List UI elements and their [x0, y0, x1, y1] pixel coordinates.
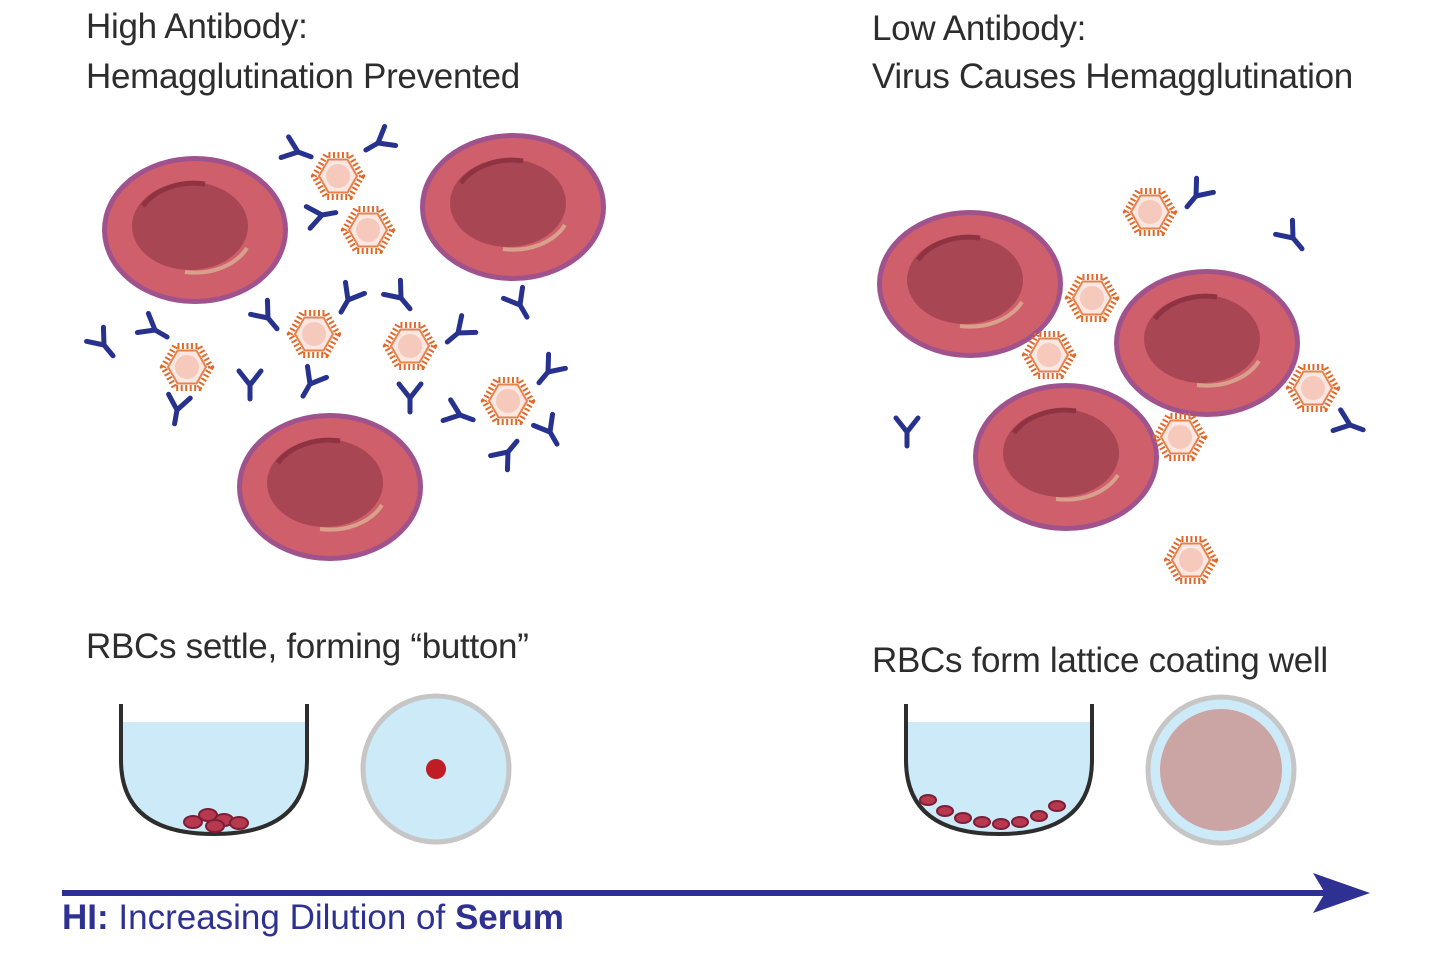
- virus-particle: [484, 380, 532, 422]
- virus-particle: [1156, 416, 1204, 458]
- antibody: [440, 316, 476, 351]
- antibody: [503, 287, 536, 322]
- antibody: [1276, 220, 1311, 256]
- antibody: [491, 434, 526, 470]
- virus-particle: [1289, 367, 1337, 409]
- antibody: [384, 280, 419, 316]
- red-blood-cell: [973, 383, 1159, 531]
- antibody: [306, 202, 337, 229]
- antibody: [137, 313, 172, 346]
- well-side-view-button: [119, 704, 309, 837]
- antibody: [239, 371, 261, 399]
- virus-particle: [1068, 277, 1116, 319]
- antibody: [399, 384, 421, 412]
- antibody: [531, 354, 566, 390]
- antibody: [331, 282, 364, 317]
- red-blood-cell: [1114, 269, 1300, 417]
- antibody: [533, 414, 566, 449]
- virus-particle: [386, 325, 434, 367]
- antibody: [360, 126, 395, 159]
- red-blood-cell: [237, 413, 423, 561]
- virus-particle: [344, 209, 392, 251]
- well-top-view-button: [360, 693, 512, 845]
- virus-particle: [1025, 334, 1073, 376]
- axis-label-text: Increasing Dilution of: [108, 898, 455, 937]
- antibody: [281, 137, 315, 167]
- right-caption: RBCs form lattice coating well: [872, 641, 1328, 680]
- left-title-line2: Hemagglutination Prevented: [86, 57, 520, 96]
- left-title-line1: High Antibody:: [86, 7, 308, 46]
- antibody: [1333, 410, 1367, 440]
- axis-label: HI: Increasing Dilution of Serum: [62, 893, 564, 943]
- antibody: [293, 366, 326, 401]
- right-title-line1: Low Antibody:: [872, 9, 1087, 48]
- well-top-view-lattice: [1145, 694, 1297, 846]
- antibody: [896, 418, 918, 446]
- red-blood-cell: [102, 156, 288, 304]
- axis-label-suffix: Serum: [454, 898, 564, 937]
- antibody: [164, 394, 191, 425]
- left-caption: RBCs settle, forming “button”: [86, 627, 529, 666]
- virus-particle: [1126, 191, 1174, 233]
- virus-particle: [314, 155, 362, 197]
- antibody: [251, 300, 286, 336]
- dilution-arrow: [62, 873, 1370, 913]
- antibody: [1179, 178, 1214, 214]
- virus-particle: [163, 346, 211, 388]
- right-title-line2: Virus Causes Hemagglutination: [872, 57, 1353, 96]
- virus-particle: [290, 313, 338, 355]
- red-blood-cell: [877, 210, 1063, 358]
- well-side-view-lattice: [904, 704, 1094, 837]
- antibody: [443, 400, 477, 430]
- red-blood-cell: [420, 133, 606, 281]
- virus-particle: [1167, 539, 1215, 581]
- axis-label-prefix: HI:: [62, 898, 109, 937]
- antibody: [87, 327, 122, 363]
